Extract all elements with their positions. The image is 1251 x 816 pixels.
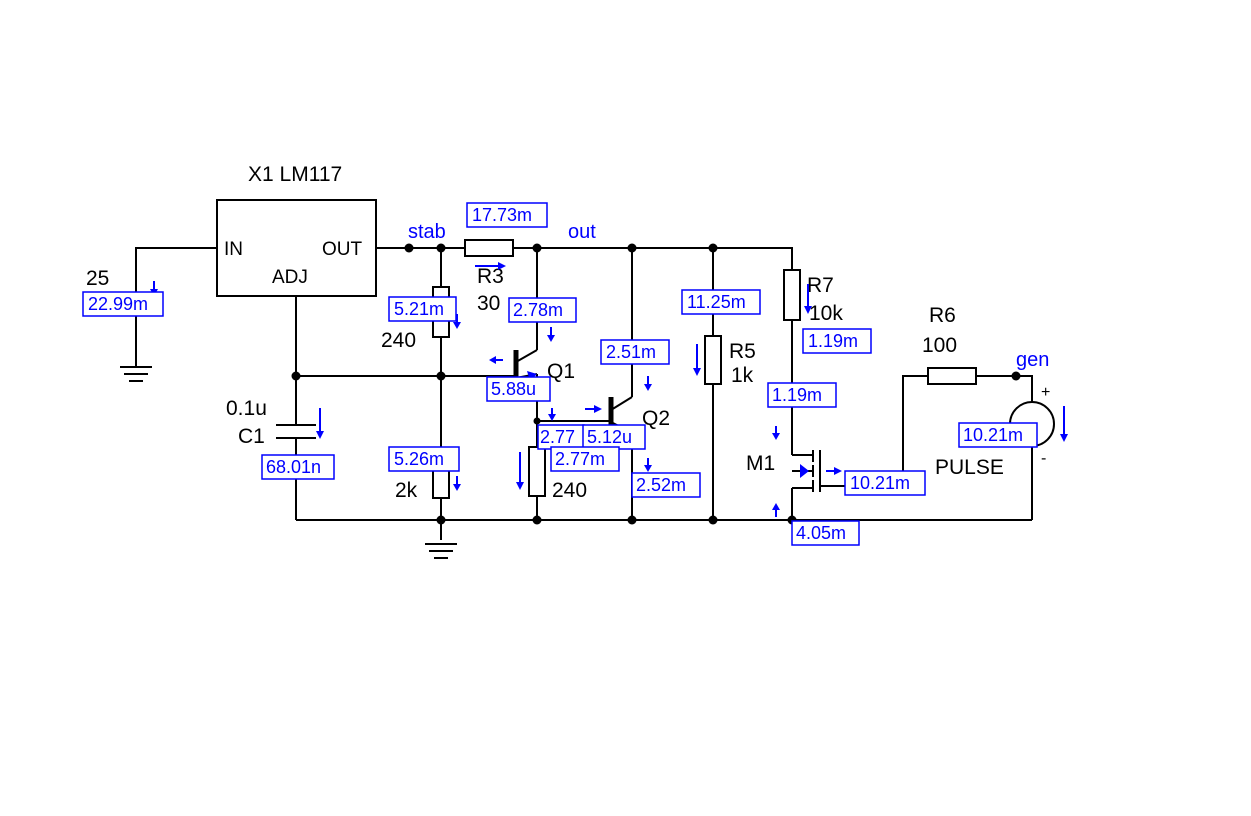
current-arrows [150, 262, 1068, 517]
svg-text:5.26m: 5.26m [394, 449, 444, 469]
measure-m1-source-current: 4.05m [791, 520, 860, 546]
lm117-pin-adj: ADJ [272, 267, 308, 288]
pulse-minus: - [1041, 450, 1046, 467]
lm117-label: X1 LM117 [248, 163, 342, 186]
mosfet-m1[interactable]: M1 [746, 450, 821, 492]
measure-r7-current: 1.19m [802, 328, 872, 354]
measure-m1-gate-current: 10.21m [844, 470, 926, 496]
capacitor-c1[interactable]: 0.1u C1 [226, 397, 316, 448]
svg-text:2.51m: 2.51m [606, 342, 656, 362]
svg-text:4.05m: 4.05m [796, 523, 846, 543]
svg-text:5.12u: 5.12u [587, 427, 632, 447]
node-label-stab: stab [408, 221, 446, 243]
r3-label: R3 [477, 265, 504, 288]
svg-text:2.77m: 2.77m [555, 449, 605, 469]
lm117-pin-out: OUT [322, 239, 363, 260]
svg-text:2.78m: 2.78m [513, 300, 563, 320]
svg-text:1.19m: 1.19m [772, 385, 822, 405]
m1-label: M1 [746, 452, 775, 475]
measure-r-bottom-current: 5.26m [388, 446, 460, 472]
r7-label: R7 [807, 274, 834, 297]
measure-r3-current: 17.73m [466, 202, 548, 228]
measurements: 22.99m 17.73m 5.21m 2.78m 5.88u 2.51m 68… [82, 202, 1038, 546]
svg-text:22.99m: 22.99m [88, 294, 148, 314]
measure-q1-emitter-current: 2.77 [537, 424, 585, 450]
q2-label: Q2 [642, 407, 670, 430]
resistor-240-emitter[interactable]: 240 [528, 446, 587, 502]
c1-value: 0.1u [226, 397, 267, 420]
r5-label: R5 [729, 340, 756, 363]
measure-pulse-current: 10.21m [958, 422, 1038, 448]
lm117-regulator[interactable]: X1 LM117 IN OUT ADJ [216, 163, 377, 297]
resistor-r5[interactable]: R5 1k [704, 335, 756, 387]
source-voltage-label: 25 [86, 267, 109, 290]
svg-text:5.88u: 5.88u [491, 379, 536, 399]
svg-text:11.25m: 11.25m [687, 292, 746, 312]
measure-r3-branch-current: 2.78m [508, 297, 577, 323]
lm117-pin-in: IN [224, 239, 243, 260]
measure-m1-drain-current: 1.19m [767, 382, 837, 408]
svg-text:5.21m: 5.21m [394, 299, 444, 319]
measure-q1-base-current: 5.88u [486, 376, 551, 402]
r7-value: 10k [809, 302, 843, 325]
svg-text:10.21m: 10.21m [850, 473, 910, 493]
measure-q2-collector-current: 2.51m [600, 339, 670, 365]
svg-text:1.19m: 1.19m [808, 331, 858, 351]
r6-label: R6 [929, 304, 956, 327]
resistor-240-emitter-value: 240 [552, 479, 587, 502]
junctions [291, 243, 1021, 525]
resistor-2k-value: 2k [395, 479, 418, 502]
measure-r-emitter-current: 2.77m [550, 446, 620, 472]
measure-source-current: 22.99m [82, 291, 164, 317]
measure-q2-emitter-current: 2.52m [631, 472, 701, 498]
svg-text:2.52m: 2.52m [636, 475, 686, 495]
measure-q2-base-current: 5.12u [582, 424, 646, 450]
pulse-label: PULSE [935, 456, 1004, 479]
svg-text:10.21m: 10.21m [963, 425, 1023, 445]
r6-value: 100 [922, 334, 957, 357]
measure-r5-current: 11.25m [681, 289, 761, 315]
svg-text:2.77: 2.77 [540, 427, 575, 447]
r3-value: 30 [477, 292, 500, 315]
q1-label: Q1 [547, 360, 575, 383]
measure-r-top-current: 5.21m [388, 296, 457, 322]
resistor-r3[interactable]: R3 30 [464, 239, 514, 315]
resistor-240-top-value: 240 [381, 329, 416, 352]
svg-text:68.01n: 68.01n [266, 457, 321, 477]
measure-c1-current: 68.01n [261, 454, 335, 480]
c1-label: C1 [238, 425, 265, 448]
r5-value: 1k [731, 364, 754, 387]
node-label-gen: gen [1016, 349, 1049, 371]
svg-text:17.73m: 17.73m [472, 205, 532, 225]
pulse-plus: + [1041, 384, 1050, 401]
resistor-r7[interactable]: R7 10k [783, 269, 843, 325]
node-label-out: out [568, 221, 596, 243]
resistor-r6[interactable]: R6 100 [922, 304, 977, 385]
